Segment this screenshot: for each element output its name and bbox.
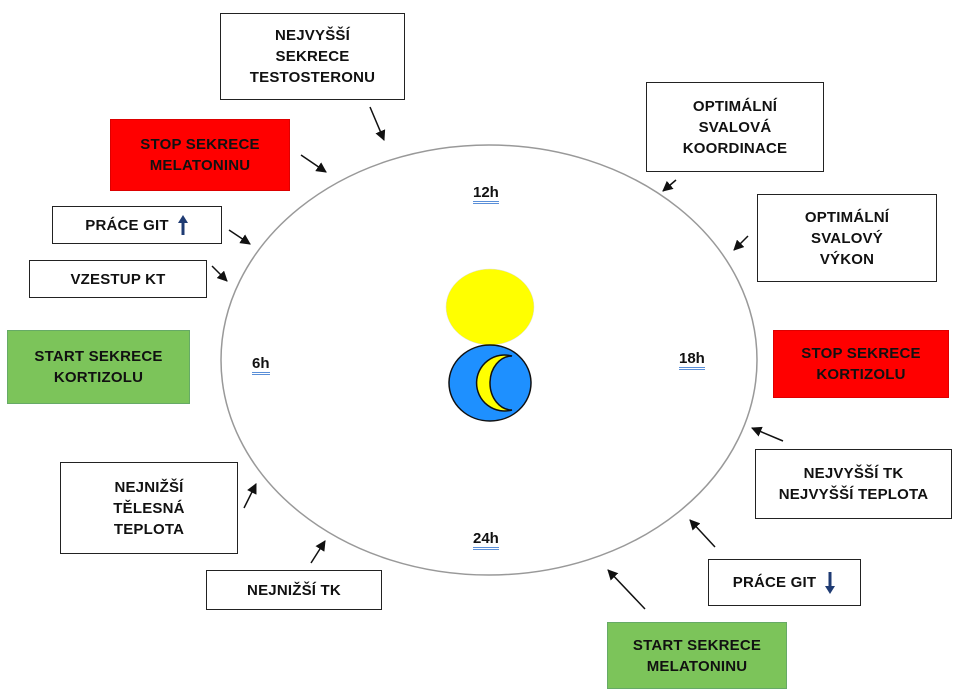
hour-24: 24h (473, 530, 499, 550)
label-stop-melatonin: STOP SEKRECE MELATONINU (140, 136, 260, 174)
box-prace-git-down: PRÁCE GIT (708, 559, 861, 606)
box-nejvyssi-tk: NEJVYŠŠÍ TK NEJVYŠŠÍ TEPLOTA (755, 449, 952, 519)
hour-18: 18h (679, 350, 705, 370)
box-prace-git-up: PRÁCE GIT (52, 206, 222, 244)
arrow-testosteron (369, 106, 386, 141)
box-nejnizsi-teplota: NEJNIŽŠÍ TĚLESNÁ TEPLOTA (60, 462, 238, 554)
box-start-kortizol: START SEKRECE KORTIZOLU (7, 330, 190, 404)
label-vzestup-kt: VZESTUP KT (70, 270, 166, 288)
box-nejnizsi-tk: NEJNIŽŠÍ TK (206, 570, 382, 610)
sun-icon (445, 268, 535, 346)
hour-6: 6h (252, 355, 270, 375)
label-nejnizsi-teplota: NEJNIŽŠÍ TĚLESNÁ TEPLOTA (113, 478, 185, 538)
pointer-arrows (211, 106, 784, 610)
label-stop-kortizol: STOP SEKRECE KORTIZOLU (801, 345, 921, 383)
label-prace-git-down: PRÁCE GIT (732, 574, 817, 591)
arrow-prace-git-down (689, 519, 716, 548)
arrow-nejnizsi-teplota (243, 483, 257, 509)
label-start-melatonin: START SEKRECE MELATONINU (632, 636, 762, 675)
arrow-prace-git-up (228, 229, 251, 245)
label-nejnizsi-tk: NEJNIŽŠÍ TK (247, 581, 341, 599)
arrow-stop-melatonin (300, 154, 327, 173)
arrow-down-icon (825, 571, 836, 594)
label-koordinace: OPTIMÁLNÍ SVALOVÁ KOORDINACE (682, 97, 788, 157)
box-stop-melatonin: STOP SEKRECE MELATONINU (110, 119, 290, 191)
box-testosteron: NEJVYŠŠÍ SEKRECE TESTOSTERONU (220, 13, 405, 100)
arrow-nejnizsi-tk (310, 540, 326, 564)
label-vykon: OPTIMÁLNÍ SVALOVÝ VÝKON (804, 208, 890, 268)
arrow-up-icon (177, 215, 188, 235)
box-vzestup-kt: VZESTUP KT (29, 260, 207, 298)
arrow-vykon (733, 235, 749, 251)
box-koordinace: OPTIMÁLNÍ SVALOVÁ KOORDINACE (646, 82, 824, 172)
label-prace-git-up: PRÁCE GIT (85, 216, 169, 234)
moon-icon (448, 344, 532, 422)
arrow-koordinace (662, 179, 677, 192)
box-vykon: OPTIMÁLNÍ SVALOVÝ VÝKON (757, 194, 937, 282)
arrow-nejvyssi-tk (751, 426, 784, 442)
label-testosteron: NEJVYŠŠÍ SEKRECE TESTOSTERONU (249, 27, 376, 86)
box-start-melatonin: START SEKRECE MELATONINU (607, 622, 787, 689)
label-start-kortizol: START SEKRECE KORTIZOLU (34, 348, 163, 386)
arrow-vzestup-kt (211, 265, 228, 282)
label-nejvyssi-tk: NEJVYŠŠÍ TK NEJVYŠŠÍ TEPLOTA (778, 465, 929, 503)
hour-12: 12h (473, 184, 499, 204)
box-stop-kortizol: STOP SEKRECE KORTIZOLU (773, 330, 949, 398)
arrow-start-melatonin (607, 569, 646, 610)
